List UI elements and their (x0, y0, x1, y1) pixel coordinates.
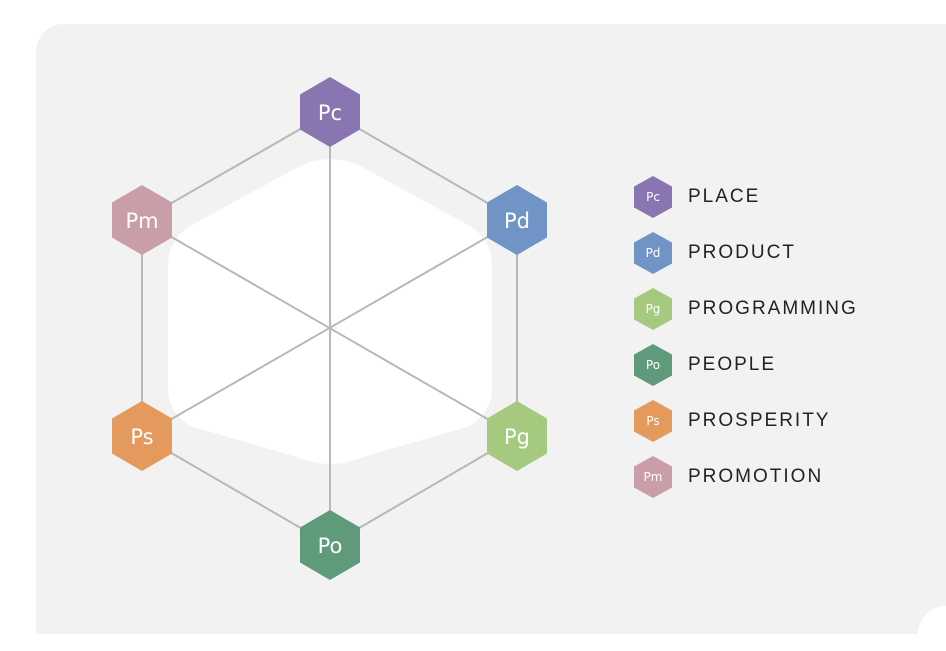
legend-label-product: PRODUCT (688, 242, 796, 263)
node-ps-label: Ps (130, 425, 153, 449)
legend-label-place: PLACE (688, 186, 761, 207)
node-pd-label: Pd (504, 209, 530, 233)
center-spokes (141, 112, 518, 545)
node-pg: Pg (487, 401, 547, 471)
node-po-hex (300, 510, 360, 580)
legend-hex-icon-programming: Pg (634, 288, 672, 330)
legend-label-prosperity: PROSPERITY (688, 410, 831, 431)
legend-abbr-place: Pc (646, 190, 660, 204)
node-pc-label: Pc (318, 101, 342, 125)
node-pm-hex (112, 185, 172, 255)
legend-abbr-product: Pd (645, 246, 661, 260)
legend-label-people: PEOPLE (688, 354, 777, 375)
legend-abbr-people: Po (645, 358, 661, 372)
node-po: Po (300, 510, 360, 580)
node-pd: Pd (487, 185, 547, 255)
node-pd-hex (487, 185, 547, 255)
legend-item-prosperity: Ps PROSPERITY (634, 400, 858, 456)
node-po-label: Po (318, 534, 343, 558)
legend-hex-icon-place: Pc (634, 176, 672, 218)
legend-abbr-promotion: Pm (643, 470, 663, 484)
legend-hex-icon-people: Po (634, 344, 672, 386)
legend-item-promotion: Pm PROMOTION (634, 456, 858, 512)
legend-hex-icon-product: Pd (634, 232, 672, 274)
legend-item-people: Po PEOPLE (634, 344, 858, 400)
node-pm: Pm (112, 185, 172, 255)
legend-label-programming: PROGRAMMING (688, 298, 858, 319)
outer-hexagon-edges (141, 111, 518, 546)
legend-item-place: Pc PLACE (634, 176, 858, 232)
node-ps-hex (112, 401, 172, 471)
legend-abbr-programming: Pg (645, 302, 661, 316)
node-ps: Ps (112, 401, 172, 471)
node-pg-hex (487, 401, 547, 471)
legend: Pc PLACE Pd PRODUCT Pg PROGRAMMING Po PE… (634, 176, 858, 512)
legend-hex-icon-prosperity: Ps (634, 400, 672, 442)
node-pm-label: Pm (125, 209, 158, 233)
legend-hex-icon-promotion: Pm (634, 456, 672, 498)
node-pc-hex (300, 77, 360, 147)
legend-label-promotion: PROMOTION (688, 466, 824, 487)
legend-item-programming: Pg PROGRAMMING (634, 288, 858, 344)
node-pg-label: Pg (504, 425, 530, 449)
legend-abbr-prosperity: Ps (646, 414, 660, 428)
legend-item-product: Pd PRODUCT (634, 232, 858, 288)
node-pc: Pc (300, 77, 360, 147)
